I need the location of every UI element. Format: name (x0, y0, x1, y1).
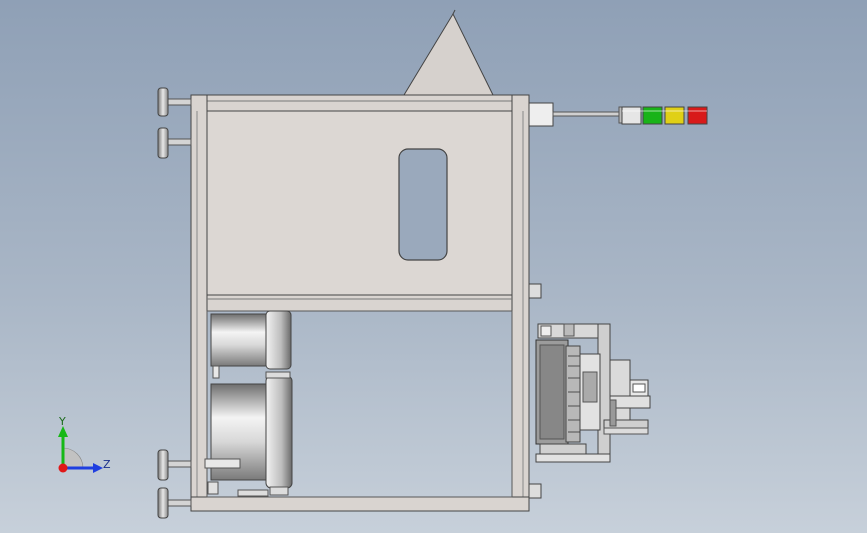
frame-left-upright (190, 94, 208, 512)
triad-y-label: Y (58, 415, 66, 428)
cylinder-lower (204, 371, 293, 497)
signal-lamp-green (642, 106, 663, 125)
side-feed-mechanism (528, 283, 651, 499)
coordinate-triad: Y Z (58, 415, 111, 473)
signal-lamp-white (621, 106, 642, 125)
frame-middle-beam (206, 294, 513, 312)
leveling-foot-top-1 (157, 87, 192, 117)
hopper (403, 9, 494, 96)
upper-panel (206, 110, 513, 296)
signal-tower (528, 102, 708, 127)
viewing-window (398, 148, 448, 261)
leveling-foot-bottom-1 (157, 449, 192, 481)
signal-lamp-yellow (664, 106, 685, 125)
frame-top-beam (190, 94, 530, 112)
leveling-foot-top-2 (157, 127, 192, 159)
lower-bay (206, 310, 513, 498)
signal-lamp-red (687, 106, 708, 125)
frame-bottom-beam (190, 496, 530, 512)
cylinder-upper (210, 310, 292, 379)
triad-z-label: Z (103, 458, 111, 471)
leveling-foot-bottom-2 (157, 487, 192, 519)
frame-right-upright (511, 94, 530, 512)
